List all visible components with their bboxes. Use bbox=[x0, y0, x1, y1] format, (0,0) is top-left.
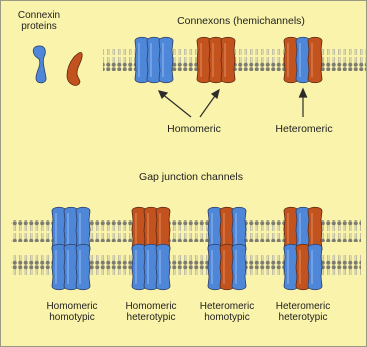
channel-homomeric-homotypic bbox=[52, 207, 90, 290]
homomeric-arrows bbox=[159, 90, 219, 117]
channel-type-3-line1: Heteromeric bbox=[192, 301, 262, 312]
channel-type-label-3: Heteromeric homotypic bbox=[192, 301, 262, 323]
channel-type-label-1: Homomeric homotypic bbox=[37, 301, 107, 323]
channel-type-4-line2: heterotypic bbox=[268, 312, 338, 323]
channel-homomeric-heterotypic bbox=[132, 207, 170, 290]
connexons-label: Connexons (hemichannels) bbox=[151, 15, 331, 27]
channel-type-label-2: Homomeric heterotypic bbox=[116, 301, 186, 323]
connexon-homomeric-orange bbox=[197, 37, 235, 83]
channel-type-1-line2: homotypic bbox=[37, 312, 107, 323]
homomeric-label: Homomeric bbox=[159, 123, 229, 135]
connexin-proteins-label: Connexin proteins bbox=[15, 10, 63, 32]
connexin-proteins-label-line2: proteins bbox=[15, 21, 63, 32]
heteromeric-label: Heteromeric bbox=[269, 123, 339, 135]
connexin-orange-single bbox=[67, 52, 82, 85]
channel-heteromeric-heterotypic bbox=[284, 207, 322, 290]
channel-type-2-line2: heterotypic bbox=[116, 312, 186, 323]
channel-type-4-line1: Heteromeric bbox=[268, 301, 338, 312]
connexon-heteromeric bbox=[284, 37, 322, 83]
channel-type-label-4: Heteromeric heterotypic bbox=[268, 301, 338, 323]
connexin-blue-single bbox=[33, 46, 46, 83]
channel-type-1-line1: Homomeric bbox=[37, 301, 107, 312]
heteromeric-arrow bbox=[300, 89, 307, 117]
connexon-homomeric-blue bbox=[135, 37, 173, 83]
channel-type-3-line2: homotypic bbox=[192, 312, 262, 323]
gap-junction-channels-label: Gap junction channels bbox=[111, 171, 271, 183]
channel-type-2-line1: Homomeric bbox=[116, 301, 186, 312]
connexin-proteins-label-line1: Connexin bbox=[15, 10, 63, 21]
channel-heteromeric-homotypic bbox=[208, 207, 246, 290]
